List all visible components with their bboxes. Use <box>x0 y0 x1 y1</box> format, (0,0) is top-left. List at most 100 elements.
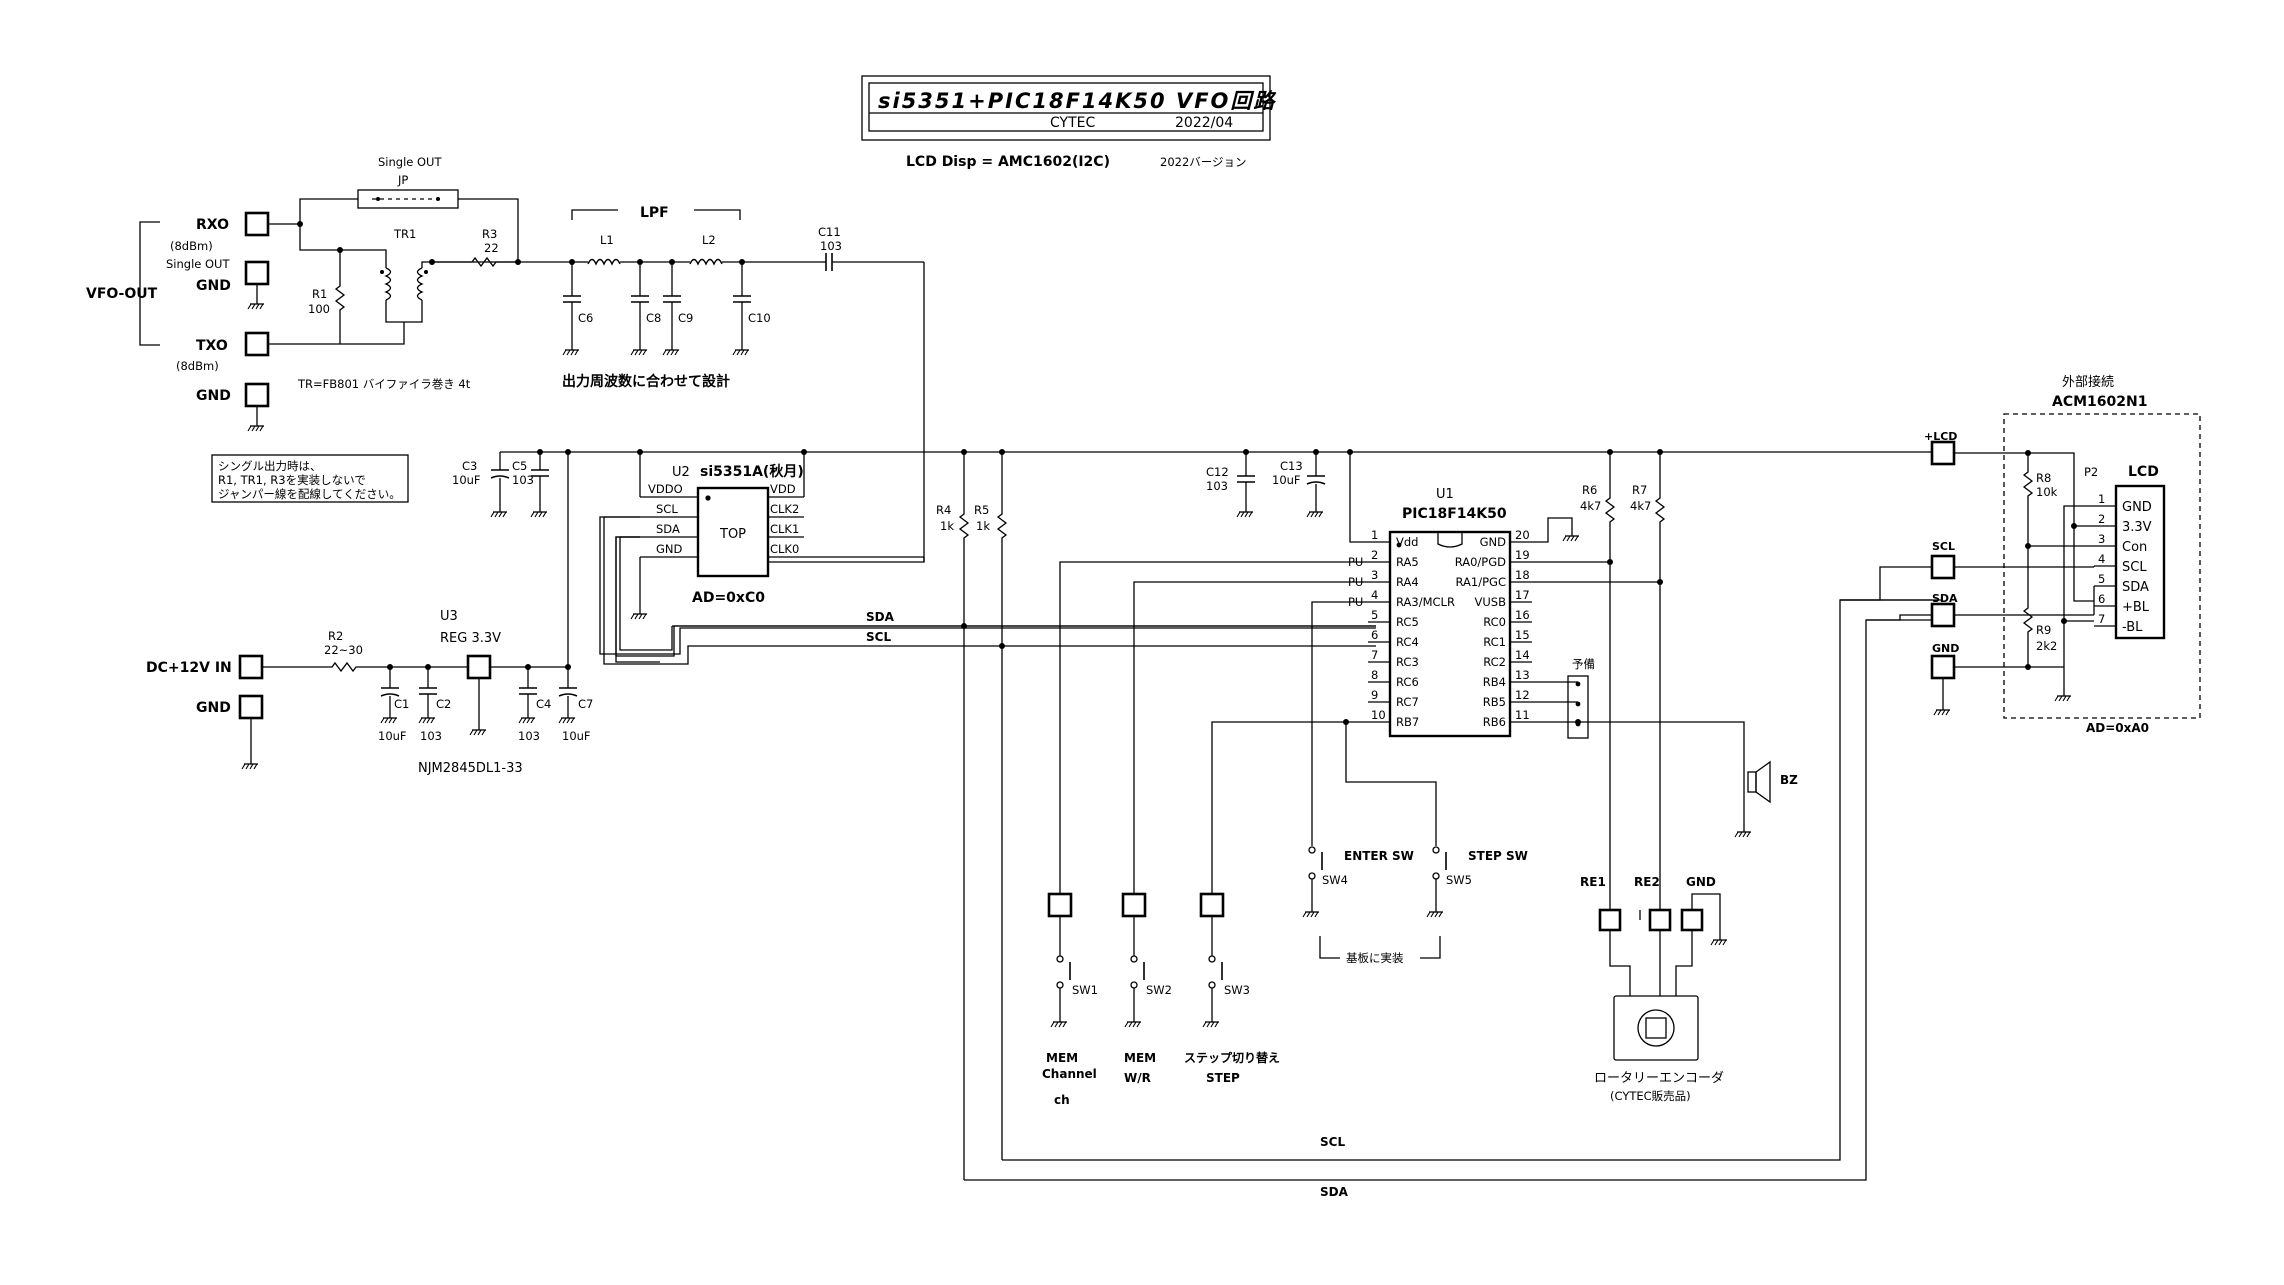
jp-label: JP <box>397 173 408 187</box>
lcd-sda-label: SDA <box>1932 592 1958 605</box>
power-gnd-terminal <box>238 694 264 720</box>
pic-pin-name-7: RC3 <box>1396 655 1419 669</box>
lcd-pin-num-2: 2 <box>2098 512 2105 526</box>
sw4-label: SW4 <box>1322 873 1348 887</box>
single-note-1: シングル出力時は、 <box>218 459 322 473</box>
title-block: si5351+PIC18F14K50 VFO回路 CYTEC 2022/04 <box>861 75 1277 141</box>
title-date: 2022/04 <box>1175 115 1233 131</box>
c3-label: C3 <box>462 459 477 473</box>
pic-pin-num-13: 13 <box>1515 668 1530 682</box>
mem-wr-1: MEM <box>1124 1051 1156 1065</box>
si5351-top: TOP <box>719 527 746 542</box>
r2-label: R2 <box>328 629 343 643</box>
c4-label: C4 <box>536 697 551 711</box>
lcd-pin-num-3: 3 <box>2098 532 2105 546</box>
r8-value: 10k <box>2036 485 2058 499</box>
r1-label: R1 <box>312 287 327 301</box>
vfo-out-section: VFO-OUT RXO (8dBm) Single OUT GND TXO (8… <box>86 155 572 503</box>
pic-pin-name-13: RB4 <box>1483 675 1506 689</box>
pic-pin-name-11: RB6 <box>1483 715 1506 729</box>
pic-pin-num-5: 5 <box>1371 608 1378 622</box>
c11-value: 103 <box>820 239 842 253</box>
u3-name: REG 3.3V <box>440 631 501 646</box>
re1-label: RE1 <box>1580 875 1606 889</box>
single-note-2: R1, TR1, R3を実装しないで <box>218 473 366 487</box>
lcd-pin-num-6: 6 <box>2098 592 2105 606</box>
plcd-label: +LCD <box>1924 430 1957 443</box>
plcd-terminal <box>1930 440 1956 466</box>
pic-right-pins: 20GND19RA0/PGD18RA1/PGC17VUSB16RC015RC11… <box>1455 528 1532 729</box>
pic-pin-name-20: GND <box>1480 535 1507 549</box>
pic-pin-num-6: 6 <box>1371 628 1378 642</box>
l2-label: L2 <box>702 233 716 247</box>
lcd-pin-name-3: Con <box>2122 540 2147 555</box>
si-pin-clk1: CLK1 <box>770 522 799 536</box>
u1-label: U1 <box>1436 487 1454 502</box>
r3-label: R3 <box>482 227 497 241</box>
lcd-pin-num-7: 7 <box>2098 612 2105 626</box>
lcd-sda-terminal <box>1930 602 1956 628</box>
switch-section: SW1 SW2 SW3 SW4 ENTER SW SW5 STEP SW <box>1042 561 1798 1107</box>
gnd-terminal-1 <box>244 260 270 286</box>
r7-label: R7 <box>1632 483 1647 497</box>
c10-label: C10 <box>748 311 771 325</box>
re2-pad <box>1648 908 1672 932</box>
rotary-encoder: RE1 RE2 GND ロータリーエンコーダ (CYTEC販売品) <box>1580 875 1728 1103</box>
txo-label: TXO <box>196 338 228 354</box>
c5-label: C5 <box>512 459 527 473</box>
si5351-name: si5351A(秋月) <box>700 463 804 480</box>
c6-label: C6 <box>578 311 593 325</box>
lcd-gnd-terminal <box>1930 654 1956 680</box>
pic-pin-name-9: RC7 <box>1396 695 1419 709</box>
r7-value: 4k7 <box>1630 499 1651 513</box>
gnd-label-1: GND <box>196 278 231 294</box>
pic-pin-num-1: 1 <box>1371 528 1378 542</box>
pic-pin-num-17: 17 <box>1515 588 1530 602</box>
sw5-label: SW5 <box>1446 873 1472 887</box>
re1-pad <box>1598 908 1622 932</box>
r2-value: 22~30 <box>324 643 363 657</box>
rxo-level: (8dBm) <box>170 239 213 253</box>
p2-label: P2 <box>2084 465 2098 479</box>
c2-value: 103 <box>420 729 442 743</box>
bus-scl-label: SCL <box>866 630 891 644</box>
r4-label: R4 <box>936 503 951 517</box>
pic-pin-num-14: 14 <box>1515 648 1530 662</box>
pic-pin-name-10: RB7 <box>1396 715 1419 729</box>
si-pin-scl: SCL <box>656 502 678 516</box>
pic-pin-name-4: RA3/MCLR <box>1396 595 1455 609</box>
c5-value: 103 <box>512 473 534 487</box>
pic-pin-num-3: 3 <box>1371 568 1378 582</box>
r9-value: 2k2 <box>2036 639 2057 653</box>
mem-ch-1: MEM <box>1046 1051 1078 1065</box>
u3-label: U3 <box>440 609 458 624</box>
mem-ch-2: Channel <box>1042 1067 1097 1081</box>
pic-pin-name-17: VUSB <box>1475 595 1507 609</box>
power-gnd-label: GND <box>196 700 231 716</box>
pic-pin-name-8: RC6 <box>1396 675 1419 689</box>
c7-label: C7 <box>578 697 593 711</box>
sw2-pad <box>1121 892 1147 918</box>
tr-note: TR=FB801 バイファイラ巻き 4t <box>297 377 471 391</box>
pic-pin-num-7: 7 <box>1371 648 1378 662</box>
si5351-addr: AD=0xC0 <box>692 590 765 606</box>
c7-value: 10uF <box>562 729 591 743</box>
pic-pin-name-1: Vdd <box>1396 535 1418 549</box>
c8-label: C8 <box>646 311 661 325</box>
si-pin-sda: SDA <box>656 522 680 536</box>
re2-label: RE2 <box>1634 875 1660 889</box>
title-text: si5351+PIC18F14K50 VFO回路 <box>878 89 1277 113</box>
rxo-label: RXO <box>196 217 229 233</box>
lpf-section: LPF L1 L2 C6 C8 C9 C10 <box>562 205 925 563</box>
enc-gnd-pad <box>1680 908 1704 932</box>
pic-pin-num-2: 2 <box>1371 548 1378 562</box>
bz-label: BZ <box>1780 773 1798 787</box>
lcd-addr: AD=0xA0 <box>2086 721 2149 735</box>
si-pin-vddo: VDDO <box>648 482 683 496</box>
pic-pin-name-5: RC5 <box>1396 615 1419 629</box>
pic-pin-num-19: 19 <box>1515 548 1530 562</box>
tr1-label: TR1 <box>393 227 416 241</box>
